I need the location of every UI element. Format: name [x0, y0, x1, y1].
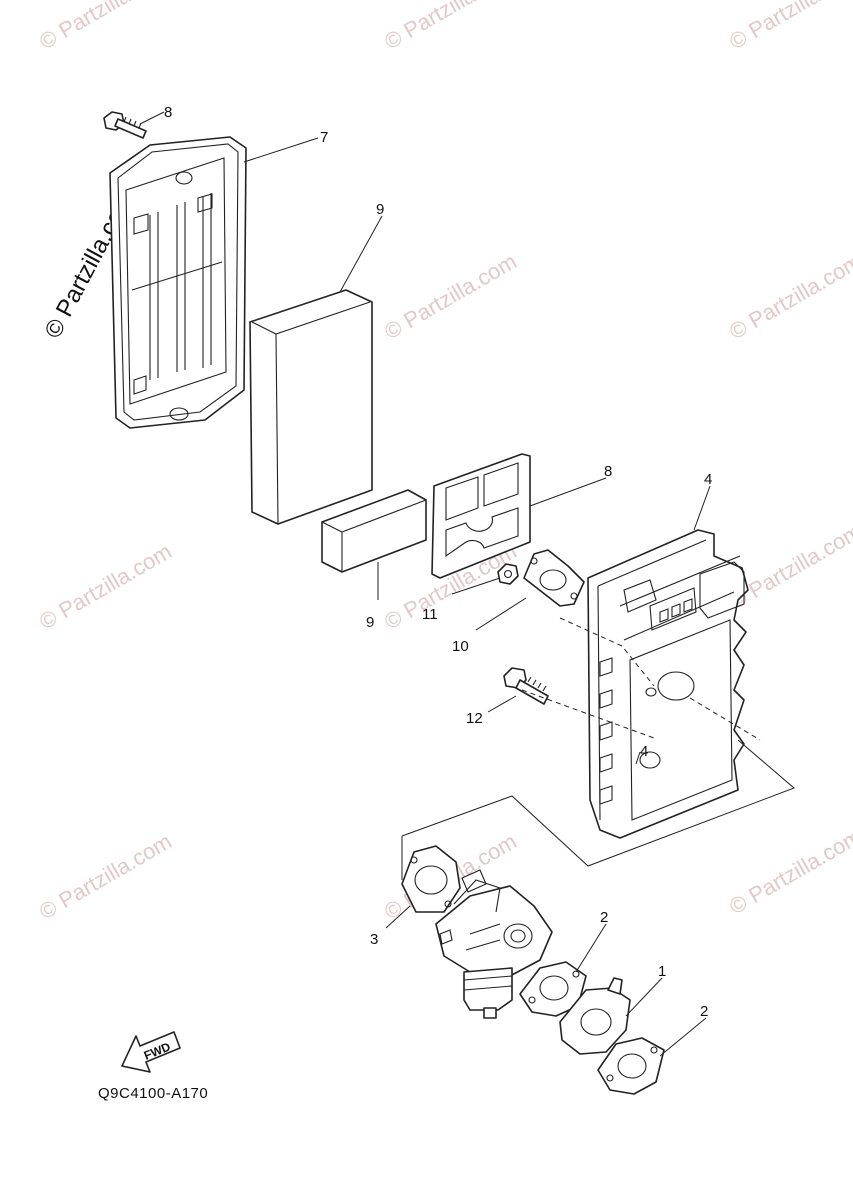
watermark: © Partzilla.com — [35, 0, 176, 54]
callout-9: 9 — [366, 614, 374, 631]
part-10-gasket — [523, 549, 585, 607]
callout-8: 8 — [164, 104, 172, 121]
part-2-gasket-lower — [597, 1037, 665, 1095]
part-5-case-cover — [109, 136, 247, 429]
part-9-foam-block — [321, 489, 427, 573]
part-3-gasket — [401, 845, 461, 913]
callout-1: 1 — [658, 963, 666, 980]
part-11-nut — [497, 563, 519, 585]
fwd-arrow-icon: FWD — [121, 1031, 181, 1073]
part-1-insulator — [559, 977, 631, 1055]
callout-3: 3 — [370, 931, 378, 948]
carburetor-assembly — [435, 869, 553, 1019]
callout-2: 2 — [700, 1003, 708, 1020]
watermark: © Partzilla.com — [380, 0, 521, 54]
watermark: © Partzilla.com — [35, 829, 176, 925]
callout-7: 9 — [376, 201, 384, 218]
callout-10: 10 — [452, 638, 469, 655]
watermark: © Partzilla.com — [725, 249, 853, 345]
leader-lines — [139, 111, 711, 1057]
part-8-screw — [103, 111, 147, 139]
part-2-gasket-upper — [519, 961, 587, 1017]
diagram-code: Q9C4100-A170 — [98, 1085, 208, 1102]
part-7-filter-element — [249, 289, 373, 525]
watermark: © Partzilla.com — [725, 824, 853, 920]
part-12-bolt — [503, 667, 549, 705]
callout-4: 4 — [640, 743, 648, 760]
callout-6: 8 — [604, 463, 612, 480]
part-6-holder-plate — [431, 453, 531, 579]
part-4-case — [587, 529, 749, 839]
callout-11: 11 — [422, 606, 438, 623]
callouts: 8 7 9 8 4 9 11 10 12 4 3 2 1 2 — [164, 104, 712, 1020]
callout-5: 7 — [320, 129, 328, 146]
callout-12: 12 — [466, 710, 483, 727]
watermark: © Partzilla.com — [35, 539, 176, 635]
watermark: © Partzilla.com — [380, 249, 521, 345]
watermark: © Partzilla.com — [725, 0, 853, 54]
callout-2: 2 — [600, 909, 608, 926]
assembly-lines — [401, 617, 795, 880]
callout-4: 4 — [704, 471, 712, 488]
